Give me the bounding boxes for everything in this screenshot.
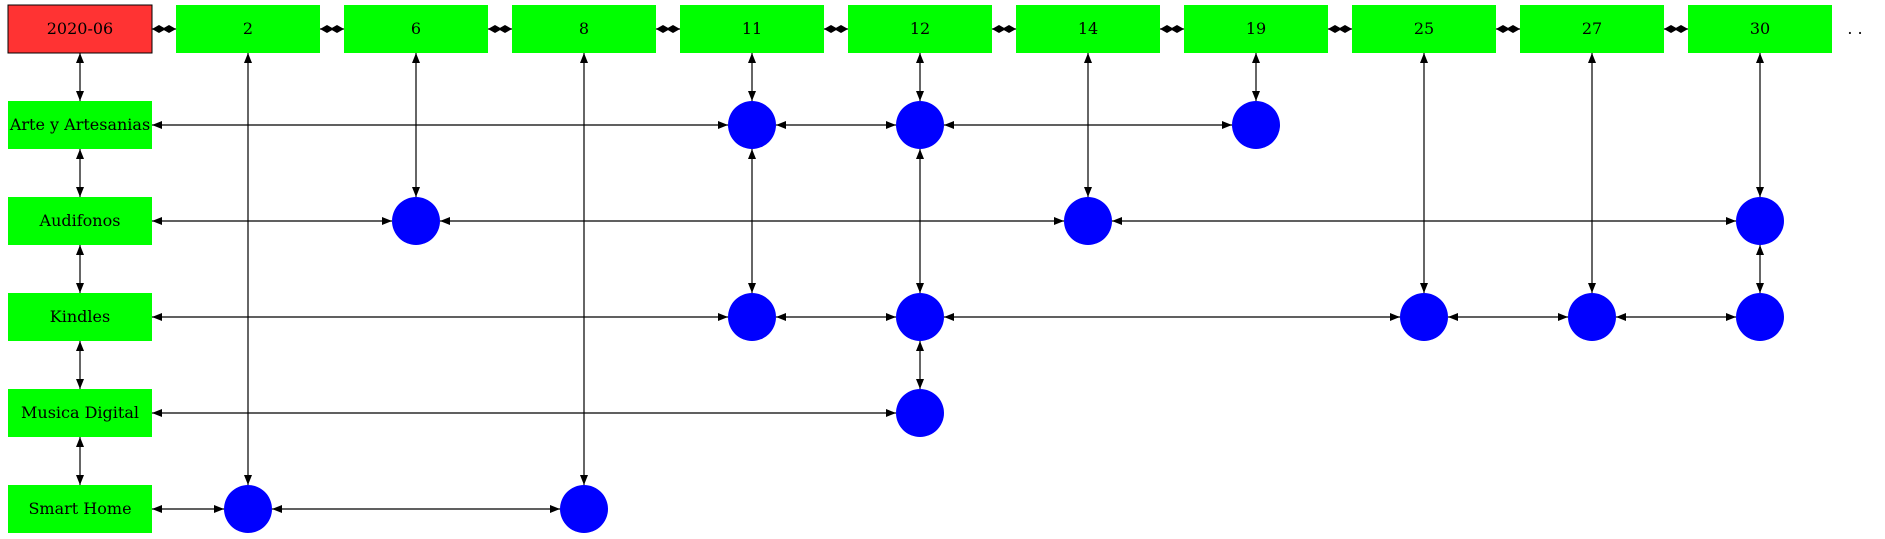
- row-node-kindles-box: [8, 293, 152, 341]
- point-smarthome-c8: [560, 485, 608, 533]
- column-node-11: 11: [680, 5, 824, 53]
- column-node-2: 2: [176, 5, 320, 53]
- column-node-14-box: [1016, 5, 1160, 53]
- column-node-12: 12: [848, 5, 992, 53]
- column-node-14: 14: [1016, 5, 1160, 53]
- column-node-8-label: 8: [579, 19, 589, 38]
- point-arte-c19: [1232, 101, 1280, 149]
- point-arte-c12: [896, 101, 944, 149]
- row-node-musica-box: [8, 389, 152, 437]
- column-node-14-label: 14: [1078, 19, 1098, 38]
- row-node-arte: Arte y Artesanias: [8, 101, 152, 149]
- column-node-6-box: [344, 5, 488, 53]
- row-node-kindles: Kindles: [8, 293, 152, 341]
- column-node-19-label: 19: [1246, 19, 1266, 38]
- row-node-musica-label: Musica Digital: [21, 403, 139, 422]
- column-node-2-box: [176, 5, 320, 53]
- point-audifonos-c6: [392, 197, 440, 245]
- column-node-19-box: [1184, 5, 1328, 53]
- point-kindles-c25: [1400, 293, 1448, 341]
- column-node-25: 25: [1352, 5, 1496, 53]
- point-kindles-c27: [1568, 293, 1616, 341]
- column-node-8: 8: [512, 5, 656, 53]
- column-node-25-label: 25: [1414, 19, 1434, 38]
- row-node-musica: Musica Digital: [8, 389, 152, 437]
- trailing-mark: . .: [1847, 19, 1862, 38]
- row-node-smarthome-box: [8, 485, 152, 533]
- column-node-11-label: 11: [742, 19, 762, 38]
- row-node-audifonos: Audifonos: [8, 197, 152, 245]
- point-musica-c12: [896, 389, 944, 437]
- row-node-audifonos-label: Audifonos: [39, 211, 121, 230]
- row-node-arte-label: Arte y Artesanias: [9, 115, 150, 134]
- column-node-30: 30: [1688, 5, 1832, 53]
- row-node-kindles-label: Kindles: [50, 307, 110, 326]
- column-node-6-label: 6: [411, 19, 421, 38]
- edges-layer: [76, 25, 1764, 513]
- column-node-27: 27: [1520, 5, 1664, 53]
- column-node-11-box: [680, 5, 824, 53]
- point-kindles-c12: [896, 293, 944, 341]
- root-node: 2020-06: [7, 4, 153, 54]
- point-kindles-c11: [728, 293, 776, 341]
- column-node-27-label: 27: [1582, 19, 1602, 38]
- column-node-8-box: [512, 5, 656, 53]
- column-node-25-box: [1352, 5, 1496, 53]
- row-node-arte-box: [8, 101, 152, 149]
- column-node-30-label: 30: [1750, 19, 1770, 38]
- column-node-19: 19: [1184, 5, 1328, 53]
- column-node-12-label: 12: [910, 19, 930, 38]
- point-audifonos-c14: [1064, 197, 1112, 245]
- column-node-30-box: [1688, 5, 1832, 53]
- root-node-box: [7, 4, 153, 54]
- row-node-smarthome-label: Smart Home: [28, 499, 131, 518]
- column-node-6: 6: [344, 5, 488, 53]
- column-node-12-box: [848, 5, 992, 53]
- column-node-2-label: 2: [243, 19, 253, 38]
- point-kindles-c30: [1736, 293, 1784, 341]
- row-node-smarthome: Smart Home: [8, 485, 152, 533]
- column-node-27-box: [1520, 5, 1664, 53]
- root-node-label: 2020-06: [47, 19, 113, 38]
- point-audifonos-c30: [1736, 197, 1784, 245]
- row-node-audifonos-box: [8, 197, 152, 245]
- point-smarthome-c2: [224, 485, 272, 533]
- point-arte-c11: [728, 101, 776, 149]
